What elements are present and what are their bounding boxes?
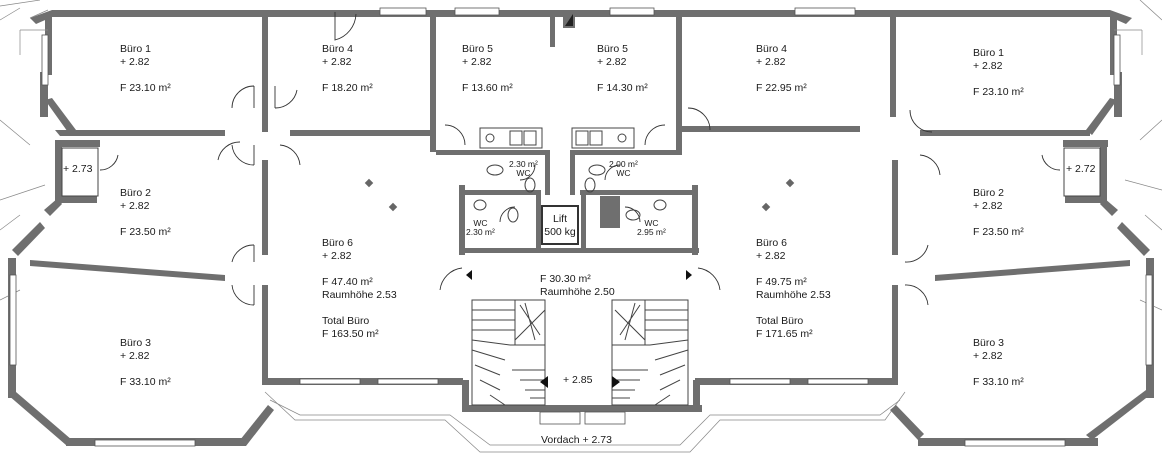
- room-buero5-left: Büro 5 + 2.82 F 13.60 m²: [462, 43, 513, 95]
- total-label: Total Büro: [756, 315, 804, 327]
- room-level: + 2.82: [756, 250, 786, 262]
- lift-name: Lift: [552, 213, 567, 225]
- interior-walls: [30, 12, 1130, 385]
- room-area: F 33.10 m²: [120, 376, 171, 388]
- wc-name: WC: [644, 218, 659, 228]
- room-name: Büro 1: [120, 43, 151, 55]
- room-buero1-right: Büro 1 + 2.82 F 23.10 m²: [973, 47, 1024, 99]
- room-area: F 22.95 m²: [756, 82, 807, 94]
- room-name: Büro 4: [322, 43, 353, 55]
- level-balcony-left: + 2.73: [63, 163, 93, 175]
- room-buero3-left: Büro 3 + 2.82 F 33.10 m²: [120, 337, 171, 389]
- room-name: Büro 5: [597, 43, 628, 55]
- room-area: F 49.75 m²: [756, 276, 807, 288]
- room-height: Raumhöhe 2.53: [322, 289, 397, 301]
- room-area: F 18.20 m²: [322, 82, 373, 94]
- room-area: F 30.30 m²: [540, 273, 591, 285]
- room-area: F 23.10 m²: [120, 82, 171, 94]
- windows: [9, 7, 1153, 447]
- room-area: F 23.50 m²: [120, 226, 171, 238]
- lift: Lift 500 kg: [541, 205, 579, 245]
- room-name: Büro 1: [973, 47, 1004, 59]
- room-name: Büro 3: [973, 337, 1004, 349]
- room-area: F 33.10 m²: [973, 376, 1024, 388]
- room-buero3-right: Büro 3 + 2.82 F 33.10 m²: [973, 337, 1024, 389]
- room-level: + 2.82: [756, 56, 786, 68]
- wc-side-right: WC 2.95 m²: [637, 219, 666, 237]
- room-area: F 47.40 m²: [322, 276, 373, 288]
- room-level: + 2.82: [973, 350, 1003, 362]
- lift-capacity: 500 kg: [544, 226, 576, 238]
- room-name: Büro 2: [973, 187, 1004, 199]
- room-name: Büro 3: [120, 337, 151, 349]
- columns: [364, 178, 795, 212]
- wc-side-left: WC 2.30 m²: [466, 219, 495, 237]
- room-area: F 13.60 m²: [462, 82, 513, 94]
- staircases: [466, 270, 692, 406]
- room-level: + 2.82: [973, 60, 1003, 72]
- total-area: F 163.50 m²: [322, 328, 379, 340]
- room-level: + 2.82: [120, 200, 150, 212]
- room-buero2-left: Büro 2 + 2.82 F 23.50 m²: [120, 187, 171, 239]
- room-buero5-right: Büro 5 + 2.82 F 14.30 m²: [597, 43, 648, 95]
- doors: [99, 12, 1061, 306]
- wc-area: 2.30 m²: [509, 159, 538, 169]
- wc-area: 2.95 m²: [637, 227, 666, 237]
- room-name: Büro 6: [756, 237, 787, 249]
- room-lobby: F 30.30 m² Raumhöhe 2.50: [540, 273, 615, 299]
- room-buero2-right: Büro 2 + 2.82 F 23.50 m²: [973, 187, 1024, 239]
- room-height: Raumhöhe 2.53: [756, 289, 831, 301]
- total-area: F 171.65 m²: [756, 328, 813, 340]
- room-level: + 2.82: [973, 200, 1003, 212]
- room-name: Büro 4: [756, 43, 787, 55]
- wc-top-left: 2.30 m² WC: [509, 160, 538, 178]
- room-level: + 2.82: [120, 56, 150, 68]
- room-name: Büro 6: [322, 237, 353, 249]
- wc-area: 2.00 m²: [609, 159, 638, 169]
- wc-top-right: 2.00 m² WC: [609, 160, 638, 178]
- wc-name: WC: [473, 218, 488, 228]
- room-area: F 14.30 m²: [597, 82, 648, 94]
- room-level: + 2.82: [597, 56, 627, 68]
- wc-name: WC: [616, 168, 631, 178]
- fixtures: [473, 127, 667, 223]
- room-level: + 2.82: [322, 250, 352, 262]
- room-level: + 2.82: [322, 56, 352, 68]
- wc-area: 2.30 m²: [466, 227, 495, 237]
- balconies: [19, 9, 1143, 197]
- room-area: F 23.50 m²: [973, 226, 1024, 238]
- room-level: + 2.82: [120, 350, 150, 362]
- room-name: Büro 2: [120, 187, 151, 199]
- room-level: + 2.82: [462, 56, 492, 68]
- vordach-label: Vordach + 2.73: [541, 434, 612, 446]
- room-buero4-right: Büro 4 + 2.82 F 22.95 m²: [756, 43, 807, 95]
- room-buero6-right: Büro 6 + 2.82 F 49.75 m² Raumhöhe 2.53 T…: [756, 237, 831, 341]
- level-stair: + 2.85: [563, 374, 593, 386]
- room-buero1-left: Büro 1 + 2.82 F 23.10 m²: [120, 43, 171, 95]
- level-balcony-right: + 2.72: [1066, 163, 1096, 175]
- room-area: F 23.10 m²: [973, 86, 1024, 98]
- room-name: Büro 5: [462, 43, 493, 55]
- room-height: Raumhöhe 2.50: [540, 286, 615, 298]
- room-buero6-left: Büro 6 + 2.82 F 47.40 m² Raumhöhe 2.53 T…: [322, 237, 397, 341]
- room-buero4-left: Büro 4 + 2.82 F 18.20 m²: [322, 43, 373, 95]
- total-label: Total Büro: [322, 315, 370, 327]
- wc-name: WC: [516, 168, 531, 178]
